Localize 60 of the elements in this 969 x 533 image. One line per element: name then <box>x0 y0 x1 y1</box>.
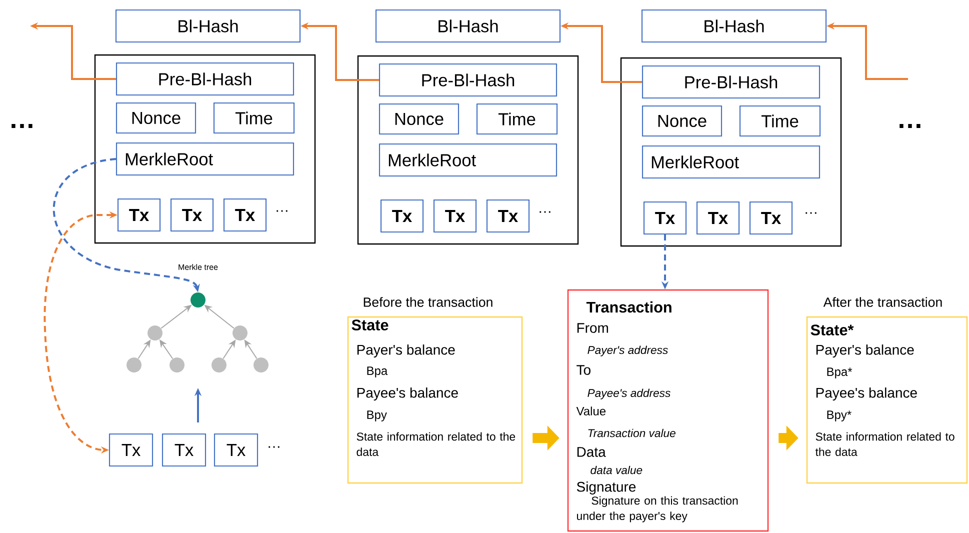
ellipsis: … <box>540 211 550 213</box>
ellipsis: … <box>12 124 32 128</box>
node-label: Payee's balance <box>816 387 917 401</box>
field-box: Pre-Bl-Hash <box>642 65 820 99</box>
node-label: Payee's balance <box>357 387 458 401</box>
node-label: State <box>352 320 388 330</box>
ellipsis: … <box>276 210 288 212</box>
field-box: Time <box>739 105 821 137</box>
field-box: Pre-Bl-Hash <box>378 63 558 97</box>
field-box: MerkleRoot <box>116 142 294 176</box>
tree-node <box>126 358 142 372</box>
tree-node <box>254 358 268 372</box>
tree-caption: Merkle tree <box>178 264 218 270</box>
node-label: Payer's balance <box>357 344 455 358</box>
transaction-box: Tx <box>170 198 214 232</box>
transaction-box: Tx <box>162 433 206 467</box>
block-frame <box>357 55 579 245</box>
transaction-box: Tx <box>643 201 687 235</box>
state-card: State Payer's balance Bpa Payee's balance Bpy State information related to the data <box>347 316 523 484</box>
transaction-box: Tx <box>380 199 424 233</box>
ellipsis: … <box>806 212 816 214</box>
hash-box: Bl-Hash <box>375 9 561 43</box>
hash-box: Bl-Hash <box>115 9 301 43</box>
field-box: Time <box>213 102 295 134</box>
node-label: Bpy <box>367 410 387 422</box>
transaction-card: Transaction From Payer's address To Payee's address Value Transaction value Data data value Signature Signature on this transaction under the payer's key <box>567 289 769 532</box>
caption-text: After the transaction <box>823 297 942 307</box>
tree-node <box>232 326 248 340</box>
state-card: State* Payer's balance Bpa* Payee's balance Bpy* State information related to the data <box>806 316 968 484</box>
node-label: Bpy* <box>827 410 852 422</box>
ellipsis: … <box>900 124 920 128</box>
field-box: Pre-Bl-Hash <box>116 62 294 96</box>
transaction-box: Tx <box>117 198 161 232</box>
transaction-box: Tx <box>749 201 793 235</box>
block-frame <box>620 57 842 247</box>
field-box: Nonce <box>642 105 722 137</box>
field-box: Nonce <box>378 103 460 135</box>
node-label: State information related to the data <box>815 432 954 456</box>
node-label: State* <box>810 324 854 336</box>
hash-box: Bl-Hash <box>641 9 827 43</box>
transaction-box: Tx <box>696 201 740 235</box>
transaction-box: Tx <box>433 199 477 233</box>
transaction-box: Tx <box>214 433 258 467</box>
node-label: Bpa <box>367 366 388 378</box>
node-label: State information related to the data <box>356 432 516 456</box>
field-box: Time <box>476 103 558 135</box>
field-box: Nonce <box>116 102 196 134</box>
block-frame <box>94 54 316 244</box>
transaction-box: Tx <box>108 433 154 467</box>
node-label: Bpa* <box>827 368 852 378</box>
node-label: Payer's balance <box>816 344 914 358</box>
transaction-box: Tx <box>486 199 530 233</box>
tree-node <box>190 292 206 308</box>
transaction-box: Tx <box>223 198 267 232</box>
tree-node <box>170 358 184 372</box>
field-box: MerkleRoot <box>642 145 820 179</box>
tree-node <box>212 358 226 372</box>
field-box: MerkleRoot <box>378 143 558 177</box>
caption-text: Before the transaction <box>364 297 492 307</box>
tree-node <box>148 326 162 340</box>
